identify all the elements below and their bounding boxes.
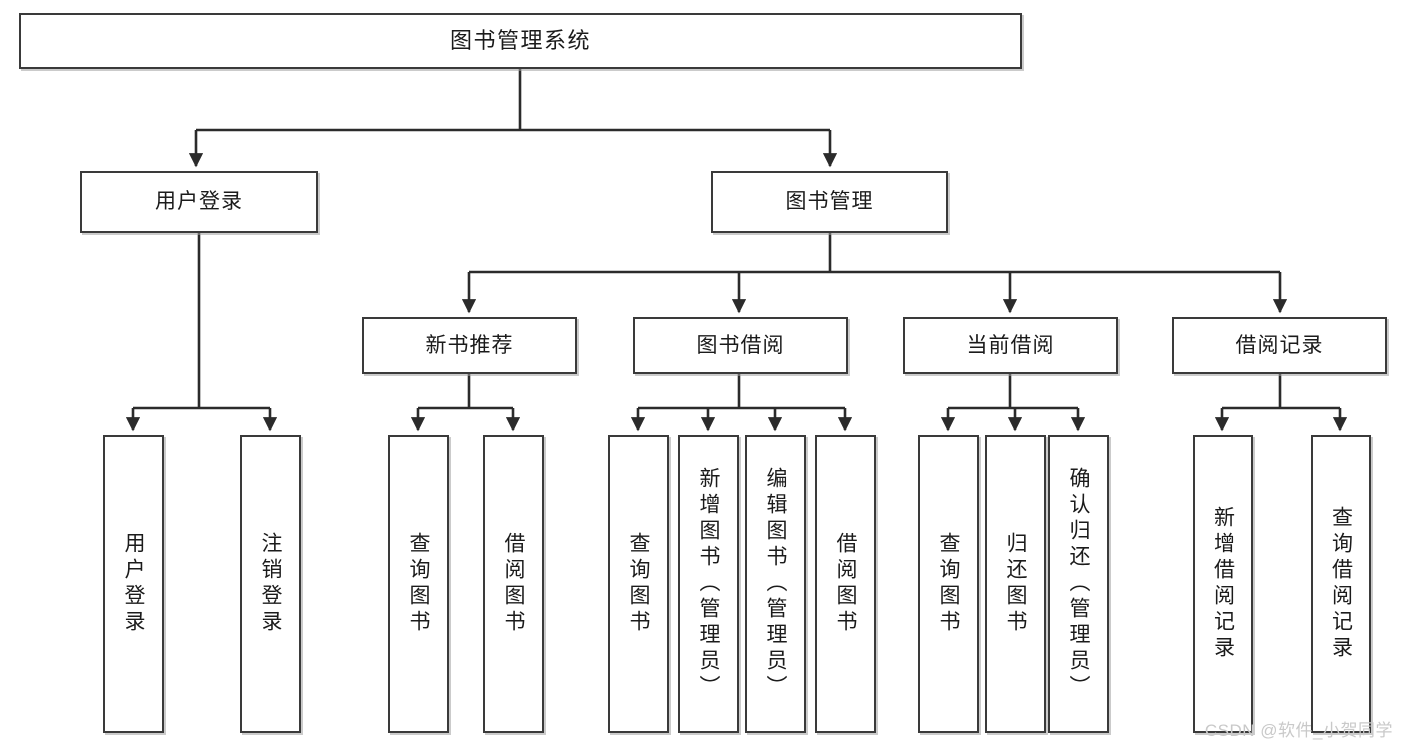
leaf-book-borrow-add[interactable]: 新增图书（管理员）: [678, 435, 739, 733]
leaf-user-login-login[interactable]: 用户登录: [103, 435, 164, 733]
leaf-book-borrow-query[interactable]: 查询图书: [608, 435, 669, 733]
leaf-borrow-record-query[interactable]: 查询借阅记录: [1311, 435, 1371, 733]
leaf-new-book-query-label: 查询图书: [407, 532, 430, 636]
node-root-system[interactable]: 图书管理系统: [19, 13, 1022, 69]
node-book-borrow[interactable]: 图书借阅: [633, 317, 848, 374]
leaf-book-borrow-borrow[interactable]: 借阅图书: [815, 435, 876, 733]
node-new-book-recommend[interactable]: 新书推荐: [362, 317, 577, 374]
leaf-current-borrow-confirm[interactable]: 确认归还（管理员）: [1048, 435, 1109, 733]
leaf-book-borrow-add-label: 新增图书（管理员）: [697, 467, 720, 701]
leaf-new-book-borrow-label: 借阅图书: [502, 532, 525, 636]
leaf-borrow-record-add-label: 新增借阅记录: [1211, 506, 1235, 662]
leaf-current-borrow-query[interactable]: 查询图书: [918, 435, 979, 733]
leaf-borrow-record-query-label: 查询借阅记录: [1329, 506, 1353, 662]
node-book-manage-label: 图书管理: [785, 190, 874, 214]
node-borrow-record[interactable]: 借阅记录: [1172, 317, 1387, 374]
node-current-borrow-label: 当前借阅: [966, 333, 1055, 357]
node-book-borrow-label: 图书借阅: [696, 333, 785, 357]
node-root-system-label: 图书管理系统: [449, 27, 591, 53]
leaf-new-book-borrow[interactable]: 借阅图书: [483, 435, 544, 733]
node-user-login-label: 用户登录: [155, 190, 243, 214]
leaf-book-borrow-edit-label: 编辑图书（管理员）: [764, 467, 787, 701]
leaf-borrow-record-add[interactable]: 新增借阅记录: [1193, 435, 1253, 733]
node-book-manage[interactable]: 图书管理: [711, 171, 948, 233]
leaf-user-login-login-label: 用户登录: [122, 532, 145, 636]
csdn-watermark: CSDN @软件_小贺同学: [1204, 721, 1393, 740]
leaf-user-login-logout-label: 注销登录: [259, 532, 282, 636]
leaf-book-borrow-edit[interactable]: 编辑图书（管理员）: [745, 435, 806, 733]
node-user-login[interactable]: 用户登录: [80, 171, 318, 233]
leaf-current-borrow-query-label: 查询图书: [937, 532, 960, 636]
node-current-borrow[interactable]: 当前借阅: [903, 317, 1118, 374]
leaf-current-borrow-return-label: 归还图书: [1004, 532, 1027, 636]
leaf-book-borrow-query-label: 查询图书: [627, 532, 650, 636]
node-borrow-record-label: 借阅记录: [1235, 333, 1324, 357]
leaf-book-borrow-borrow-label: 借阅图书: [834, 532, 857, 636]
leaf-current-borrow-confirm-label: 确认归还（管理员）: [1067, 467, 1090, 701]
leaf-new-book-query[interactable]: 查询图书: [388, 435, 449, 733]
leaf-user-login-logout[interactable]: 注销登录: [240, 435, 301, 733]
node-new-book-recommend-label: 新书推荐: [425, 333, 514, 357]
leaf-current-borrow-return[interactable]: 归还图书: [985, 435, 1046, 733]
